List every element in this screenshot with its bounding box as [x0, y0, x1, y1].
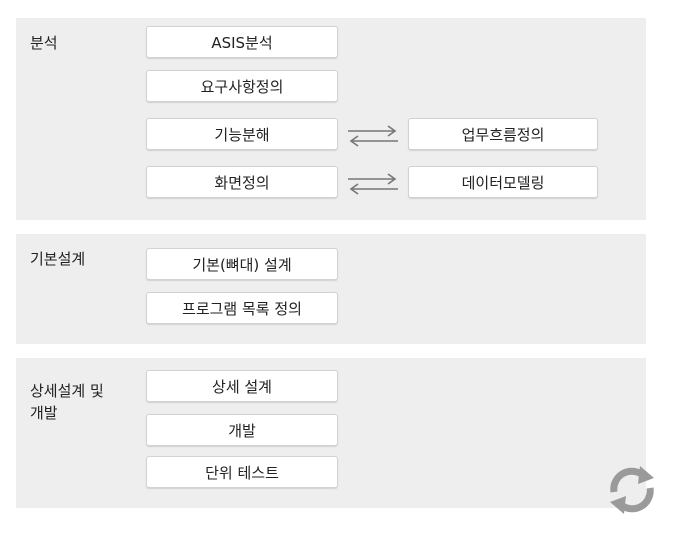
box-unit-test: 단위 테스트	[146, 456, 338, 488]
refresh-icon	[610, 466, 654, 514]
section-label-detail-design-dev: 상세설계 및 개발	[30, 382, 104, 422]
box-workflow-definition: 업무흐름정의	[408, 118, 598, 150]
section-label-basic-design: 기본설계	[30, 250, 86, 268]
box-asis-analysis: ASIS분석	[146, 26, 338, 58]
box-requirements: 요구사항정의	[146, 70, 338, 102]
bidirectional-arrows-icon	[348, 173, 398, 195]
box-development: 개발	[146, 414, 338, 446]
section-label-analysis: 분석	[30, 34, 58, 52]
box-function-decomposition: 기능분해	[146, 118, 338, 150]
box-program-list: 프로그램 목록 정의	[146, 292, 338, 324]
section-analysis: 분석 ASIS분석 요구사항정의 기능분해 화면정의 업무흐름정의 데이터모델링	[16, 18, 646, 220]
box-data-modeling: 데이터모델링	[408, 166, 598, 198]
box-detail-design: 상세 설계	[146, 370, 338, 402]
box-skeleton-design: 기본(뼈대) 설계	[146, 248, 338, 280]
box-screen-definition: 화면정의	[146, 166, 338, 198]
bidirectional-arrows-icon	[348, 125, 398, 147]
section-basic-design: 기본설계 기본(뼈대) 설계 프로그램 목록 정의	[16, 234, 646, 344]
section-detail-design-dev: 상세설계 및 개발 상세 설계 개발 단위 테스트	[16, 358, 646, 508]
